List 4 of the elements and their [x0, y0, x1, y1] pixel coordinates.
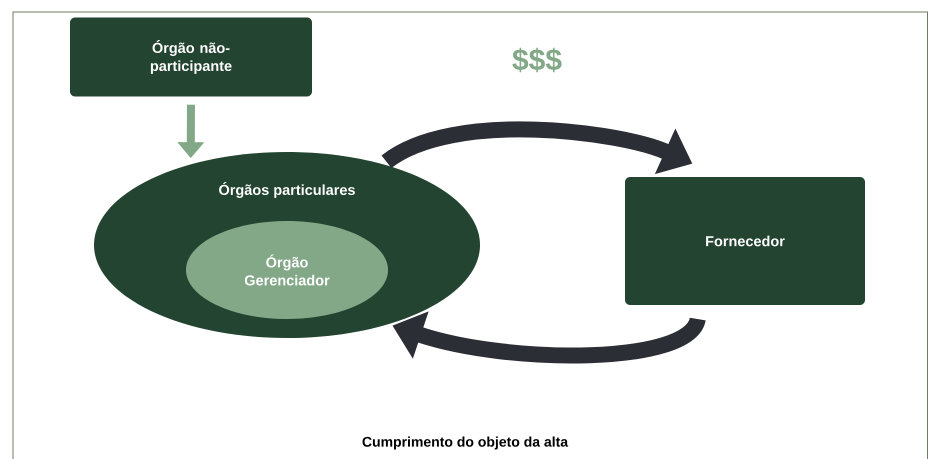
caption: Cumprimento do objeto da alta: [362, 436, 568, 450]
process-box: Órgão não-participante: [70, 18, 312, 96]
process-box: Fornecedor: [625, 177, 865, 305]
edge-label: $$$: [512, 48, 562, 72]
